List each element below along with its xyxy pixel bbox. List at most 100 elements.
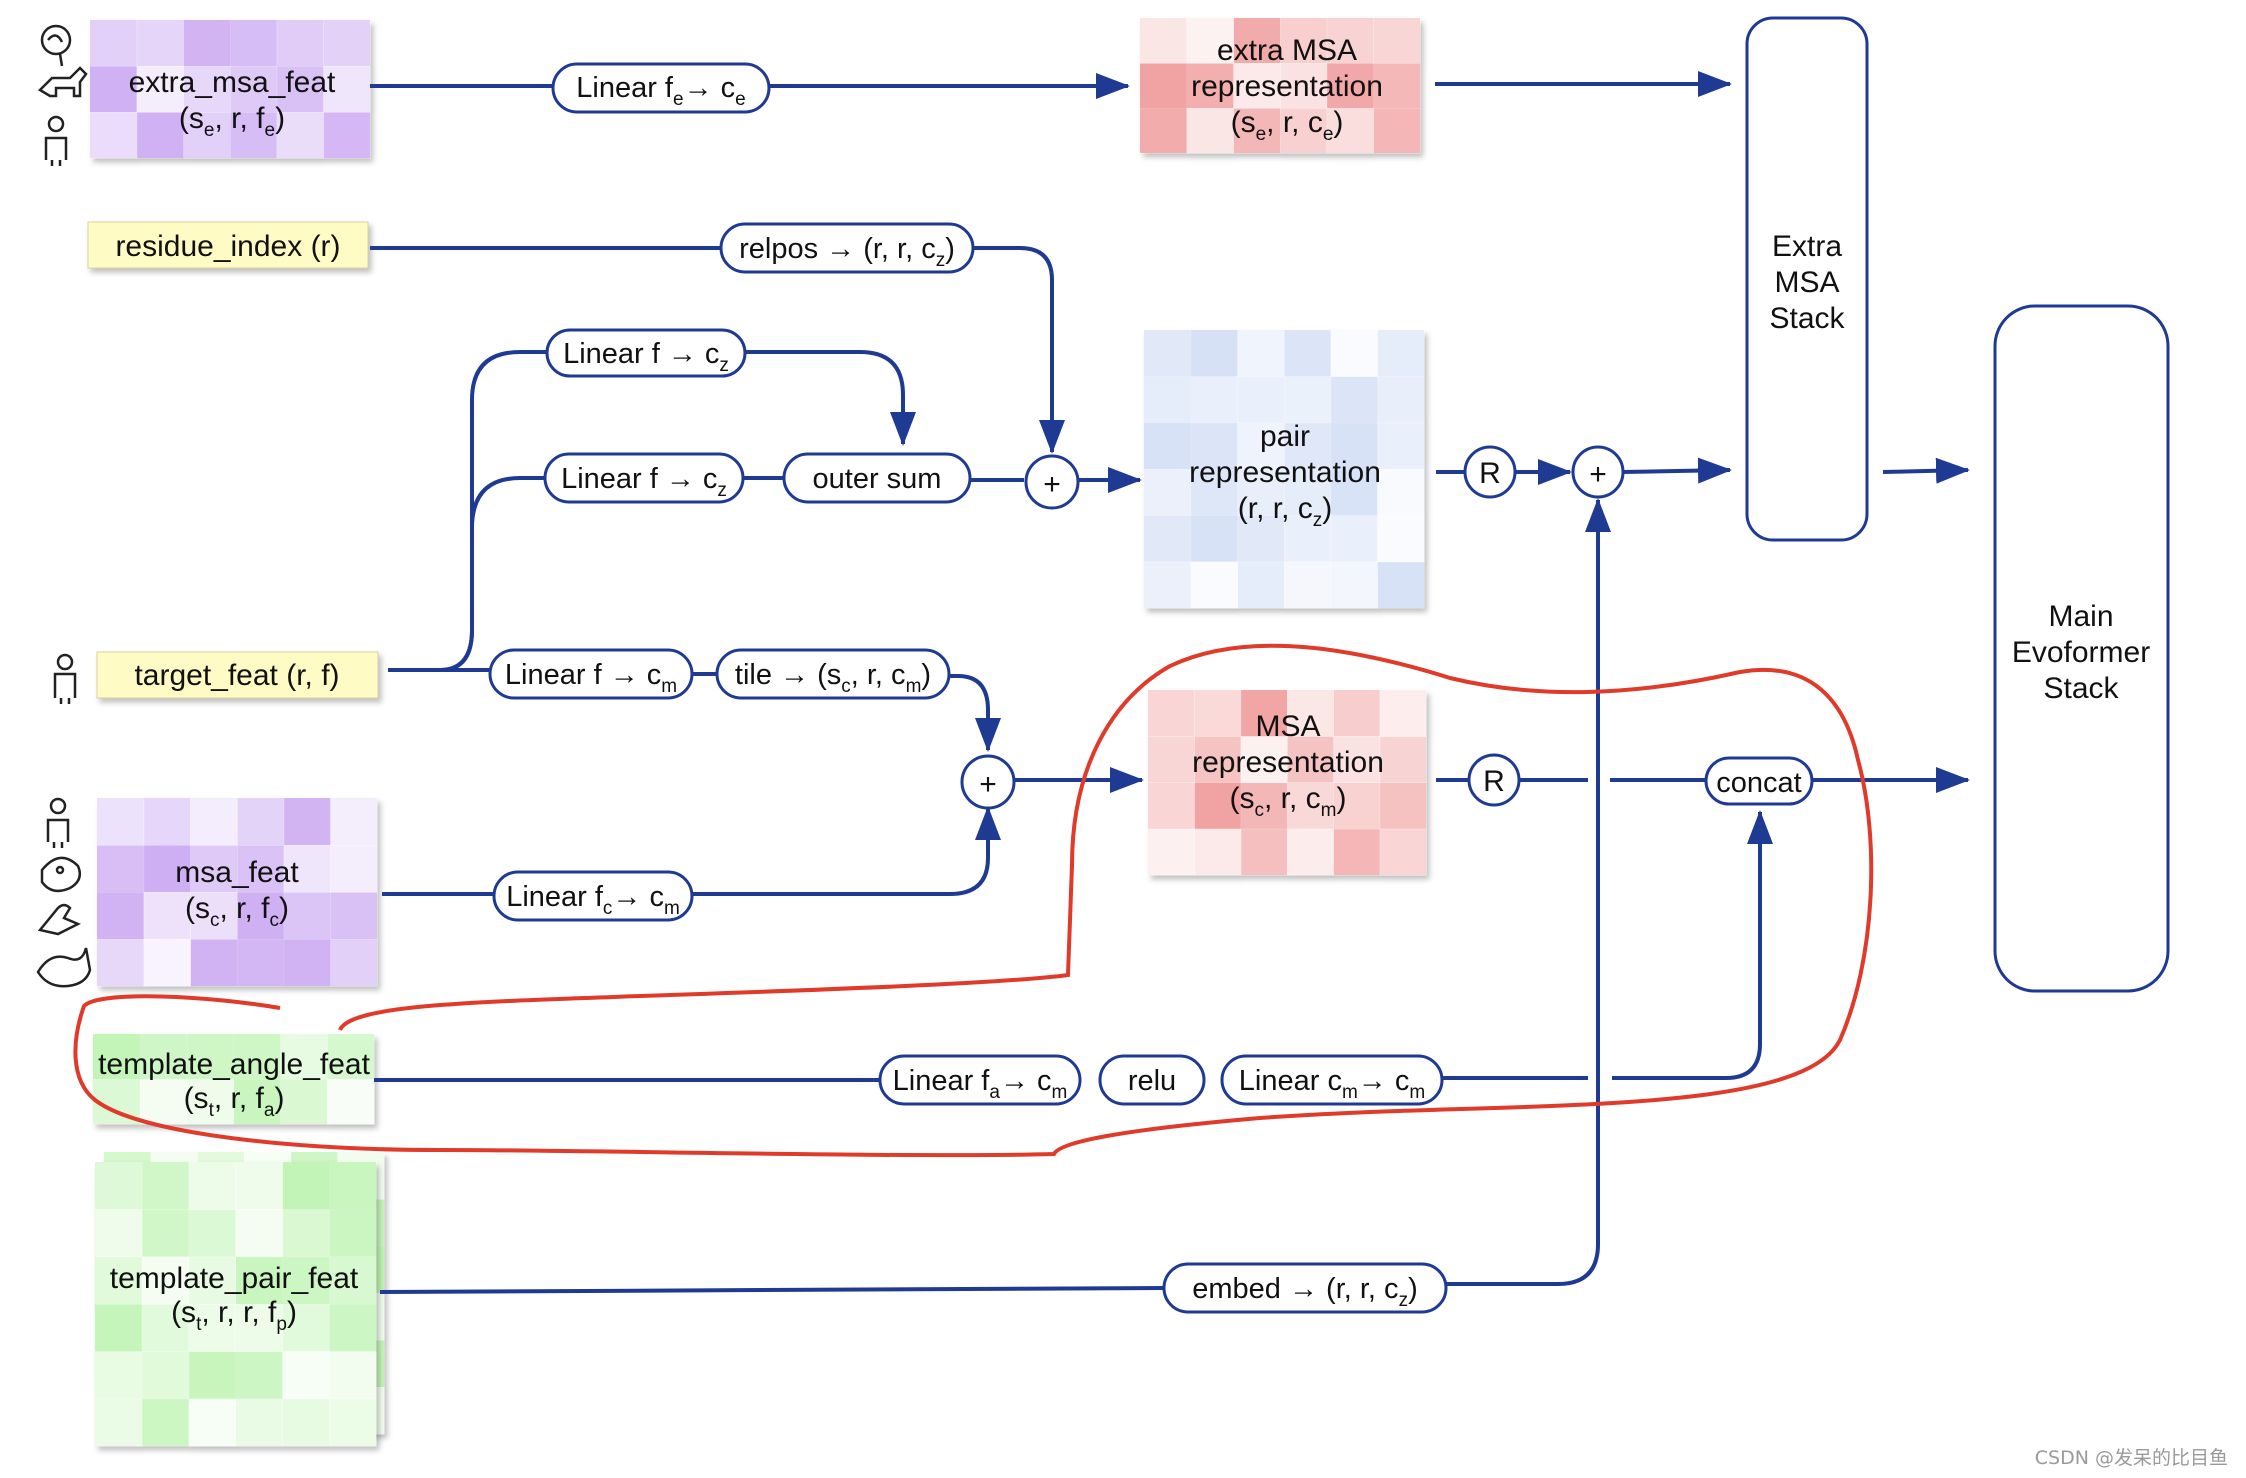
tile	[190, 798, 238, 846]
main-evoformer-stack-box	[1993, 304, 2170, 993]
tile	[1377, 561, 1425, 609]
extra-msa-rep-line2: representation	[1191, 70, 1383, 103]
tile	[237, 798, 285, 846]
tile	[95, 1162, 143, 1210]
tile	[136, 112, 184, 159]
tile	[188, 1256, 236, 1305]
tile	[1287, 782, 1334, 830]
tile	[1237, 422, 1285, 470]
tile	[1144, 515, 1192, 563]
tile	[323, 66, 371, 113]
tile	[1237, 515, 1285, 563]
tile	[1140, 18, 1188, 64]
op-relu	[1098, 1054, 1206, 1106]
tile	[329, 1304, 377, 1352]
tile	[188, 1398, 236, 1447]
tile	[95, 1209, 143, 1258]
tile	[141, 1209, 190, 1258]
tile	[1148, 736, 1195, 783]
tile	[141, 1351, 190, 1400]
tile	[1140, 108, 1188, 154]
template-angle-feat-label: template_angle_feat	[98, 1048, 371, 1081]
tile	[280, 1034, 328, 1080]
tile	[141, 1162, 190, 1210]
tile	[143, 892, 191, 940]
op-linear-fe-ce	[551, 62, 771, 114]
tile	[230, 66, 278, 113]
tile	[139, 1079, 188, 1125]
tile	[230, 20, 278, 67]
tile	[1377, 376, 1425, 424]
msa-organisms-icon	[36, 797, 92, 988]
extra-msa-organisms-icon	[37, 24, 88, 166]
tile	[233, 1079, 281, 1125]
tile	[139, 1034, 188, 1080]
tile	[235, 1256, 283, 1305]
tile	[190, 892, 238, 940]
tile	[1330, 376, 1378, 424]
tile	[1237, 469, 1285, 516]
tile	[1326, 18, 1374, 64]
extra-msa-feat-block	[90, 20, 371, 159]
extra-msa-rep-shape: (se, r, ce)	[1231, 106, 1344, 145]
tile	[1280, 108, 1328, 154]
plus-msa-symbol: +	[979, 768, 997, 801]
highlight-loop	[73, 643, 1874, 1158]
target-feat-box	[96, 651, 379, 699]
tile	[186, 1034, 234, 1080]
tile	[1284, 376, 1332, 424]
tile	[283, 798, 331, 846]
tile	[1373, 108, 1421, 154]
connector-lines	[370, 71, 1970, 1294]
tile	[1280, 18, 1328, 64]
template-pair-feat-label: template_pair_feat	[110, 1262, 359, 1295]
tile	[329, 1162, 377, 1210]
tile	[327, 1034, 375, 1080]
main-evoformer-label-2: Stack	[2043, 672, 2119, 705]
extra-msa-stack-label-0: Extra	[1772, 230, 1842, 263]
op-relu-label: relu	[1128, 1065, 1176, 1097]
tile	[323, 20, 371, 67]
tile	[323, 112, 371, 159]
plus-pair-symbol: +	[1043, 468, 1061, 501]
tile	[1240, 690, 1288, 737]
tile	[1377, 515, 1425, 563]
tile	[1330, 561, 1378, 609]
tile	[1379, 736, 1427, 783]
tile	[1148, 782, 1195, 830]
tile	[1240, 736, 1288, 783]
tile	[1190, 515, 1238, 563]
op-linear-cm-cm	[1220, 1054, 1444, 1106]
tile	[276, 66, 324, 113]
tile	[1190, 561, 1238, 609]
tile	[282, 1162, 330, 1210]
pair-rep-line1: pair	[1260, 420, 1310, 453]
tile	[330, 845, 378, 893]
tile	[90, 20, 138, 67]
op-linear-f-cm	[488, 648, 694, 700]
tile	[1240, 828, 1288, 876]
msa-rep-line1: MSA	[1255, 710, 1320, 743]
tile	[1186, 108, 1234, 154]
op-relpos	[719, 222, 975, 274]
tile	[183, 112, 231, 159]
op-linear-f-cz-2	[543, 452, 745, 504]
tile	[283, 892, 331, 940]
tile	[1379, 828, 1427, 876]
template-angle-feat-block	[93, 1034, 375, 1125]
op-embed-label: embed → (r, r, cz)	[1192, 1273, 1417, 1311]
tile	[97, 892, 145, 940]
tile	[136, 20, 184, 67]
recycle-node-pair	[1463, 445, 1517, 499]
tile	[188, 1351, 236, 1400]
tile	[1233, 63, 1281, 109]
main-evoformer-label-0: Main	[2048, 600, 2113, 633]
tile	[235, 1162, 283, 1210]
plus-node-recycle	[1571, 445, 1625, 499]
tile	[183, 66, 231, 113]
op-linear-f-cz-1-label: Linear f → cz	[563, 338, 729, 376]
extra-msa-representation-block	[1140, 18, 1421, 154]
tile	[1330, 330, 1378, 377]
extra-msa-feat-shape: (se, r, fe)	[179, 102, 285, 141]
tile	[1330, 422, 1378, 470]
